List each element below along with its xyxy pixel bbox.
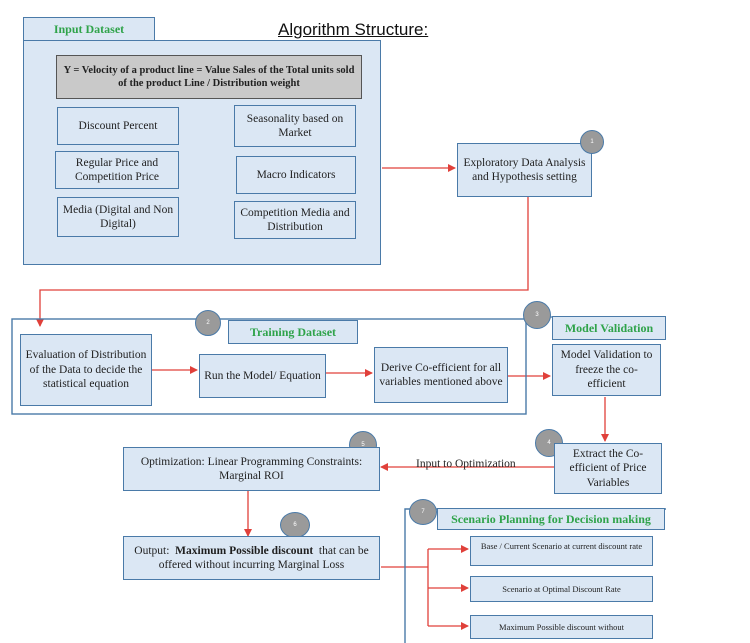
step-1-marker: 1 [580, 130, 604, 154]
extract-coefficient-box: Extract the Co-efficient of Price Variab… [554, 443, 662, 494]
scenario-optimal-box: Scenario at Optimal Discount Rate [470, 576, 653, 602]
step-2-marker: 2 [195, 310, 221, 336]
input-item-price: Regular Price and Competition Price [55, 151, 179, 189]
input-dataset-tab: Input Dataset [23, 17, 155, 41]
evaluation-box: Evaluation of Distribution of the Data t… [20, 334, 152, 406]
step-6-marker: 6 [280, 512, 310, 538]
eda-box: Exploratory Data Analysis and Hypothesis… [457, 143, 592, 197]
input-item-competition-media: Competition Media and Distribution [234, 201, 356, 239]
training-frame [11, 318, 527, 415]
page-title: Algorithm Structure: [278, 20, 429, 39]
model-validation-box: Model Validation to freeze the co-effici… [552, 344, 661, 396]
run-model-box: Run the Model/ Equation [199, 354, 326, 398]
optimization-box: Optimization: Linear Programming Constra… [123, 447, 380, 491]
output-rest: that can be offered without incurring Ma… [158, 544, 369, 571]
step-3-marker: 3 [523, 301, 551, 329]
scenario-base-box: Base / Current Scenario at current disco… [470, 536, 653, 566]
training-dataset-tab: Training Dataset [228, 320, 358, 344]
input-item-macro: Macro Indicators [236, 156, 356, 194]
input-to-optimization-label: Input to Optimization [416, 458, 516, 470]
scenario-planning-tab: Scenario Planning for Decision making [437, 508, 665, 530]
formula-box: Y = Velocity of a product line = Value S… [56, 55, 362, 99]
model-validation-tab: Model Validation [552, 316, 666, 340]
step-7-marker: 7 [409, 499, 437, 525]
output-highlight: Maximum Possible discount [175, 544, 314, 557]
output-prefix: Output: [134, 544, 170, 557]
scenario-maximum-box: Maximum Possible discount without [470, 615, 653, 639]
output-box: Output: Maximum Possible discount that c… [123, 536, 380, 580]
input-item-discount: Discount Percent [57, 107, 179, 145]
input-item-media: Media (Digital and Non Digital) [57, 197, 179, 237]
derive-coefficient-box: Derive Co-efficient for all variables me… [374, 347, 508, 403]
input-item-seasonality: Seasonality based on Market [234, 105, 356, 147]
arrow-eda-to-evaluation [36, 196, 529, 327]
